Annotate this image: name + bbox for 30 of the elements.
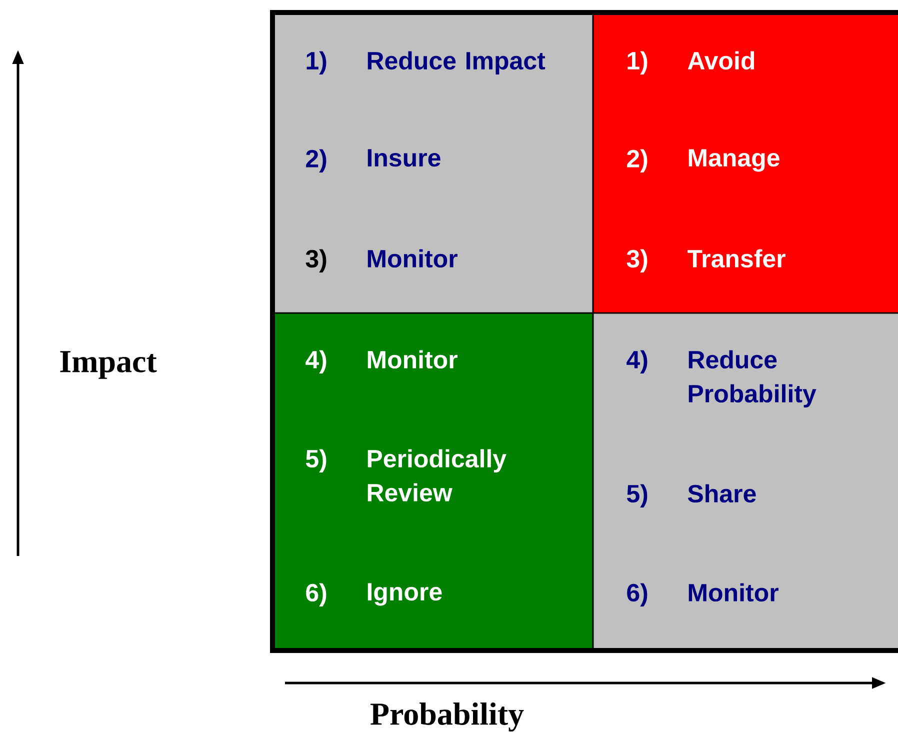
action-label: Insure bbox=[368, 149, 440, 167]
action-label: Monitor bbox=[688, 583, 778, 602]
action-label: Ignore bbox=[368, 583, 442, 606]
list-number: 4) bbox=[626, 350, 648, 374]
list-number: 6) bbox=[627, 583, 648, 606]
list-number: 2) bbox=[627, 149, 648, 172]
quadrant-box bbox=[593, 13, 898, 314]
action-label: Reduce Probability bbox=[688, 350, 816, 408]
action-label: Manage bbox=[688, 149, 780, 172]
list-number: 1) bbox=[306, 51, 326, 74]
action-label: Periodically Review bbox=[368, 449, 506, 502]
axis-label: Impact bbox=[60, 351, 157, 379]
list-number: 3) bbox=[306, 249, 326, 272]
quadrant-box bbox=[273, 313, 594, 650]
list-number: 3) bbox=[626, 249, 648, 272]
quadrant-box bbox=[593, 313, 898, 650]
action-label: Avoid bbox=[688, 51, 754, 70]
list-number: 2) bbox=[306, 149, 326, 172]
list-number: 4) bbox=[306, 350, 326, 374]
list-number: 5) bbox=[626, 484, 648, 508]
action-label: Monitor bbox=[368, 249, 458, 268]
list-number: 5) bbox=[306, 449, 326, 472]
action-label: Transfer bbox=[687, 249, 786, 268]
axis-label: Probability bbox=[370, 702, 524, 732]
list-number: 1) bbox=[628, 51, 648, 74]
action-label: Share bbox=[688, 484, 756, 503]
action-label: Reduce Impact bbox=[368, 51, 546, 74]
list-number: 6) bbox=[306, 583, 326, 606]
action-label: Monitor bbox=[368, 350, 458, 369]
quadrant-box bbox=[273, 13, 594, 314]
